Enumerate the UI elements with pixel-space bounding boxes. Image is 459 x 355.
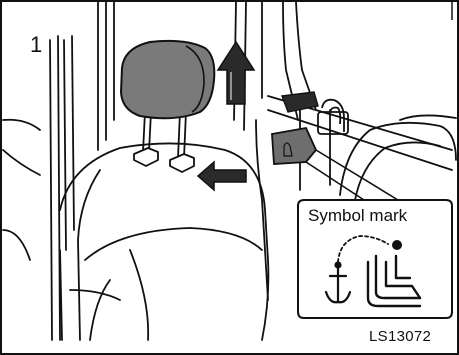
headrest-icon [121,41,214,118]
figure-code: LS13072 [369,328,431,345]
anchor-cover [272,128,316,164]
step-number: 1 [30,32,42,58]
callout-title: Symbol mark [308,206,407,226]
